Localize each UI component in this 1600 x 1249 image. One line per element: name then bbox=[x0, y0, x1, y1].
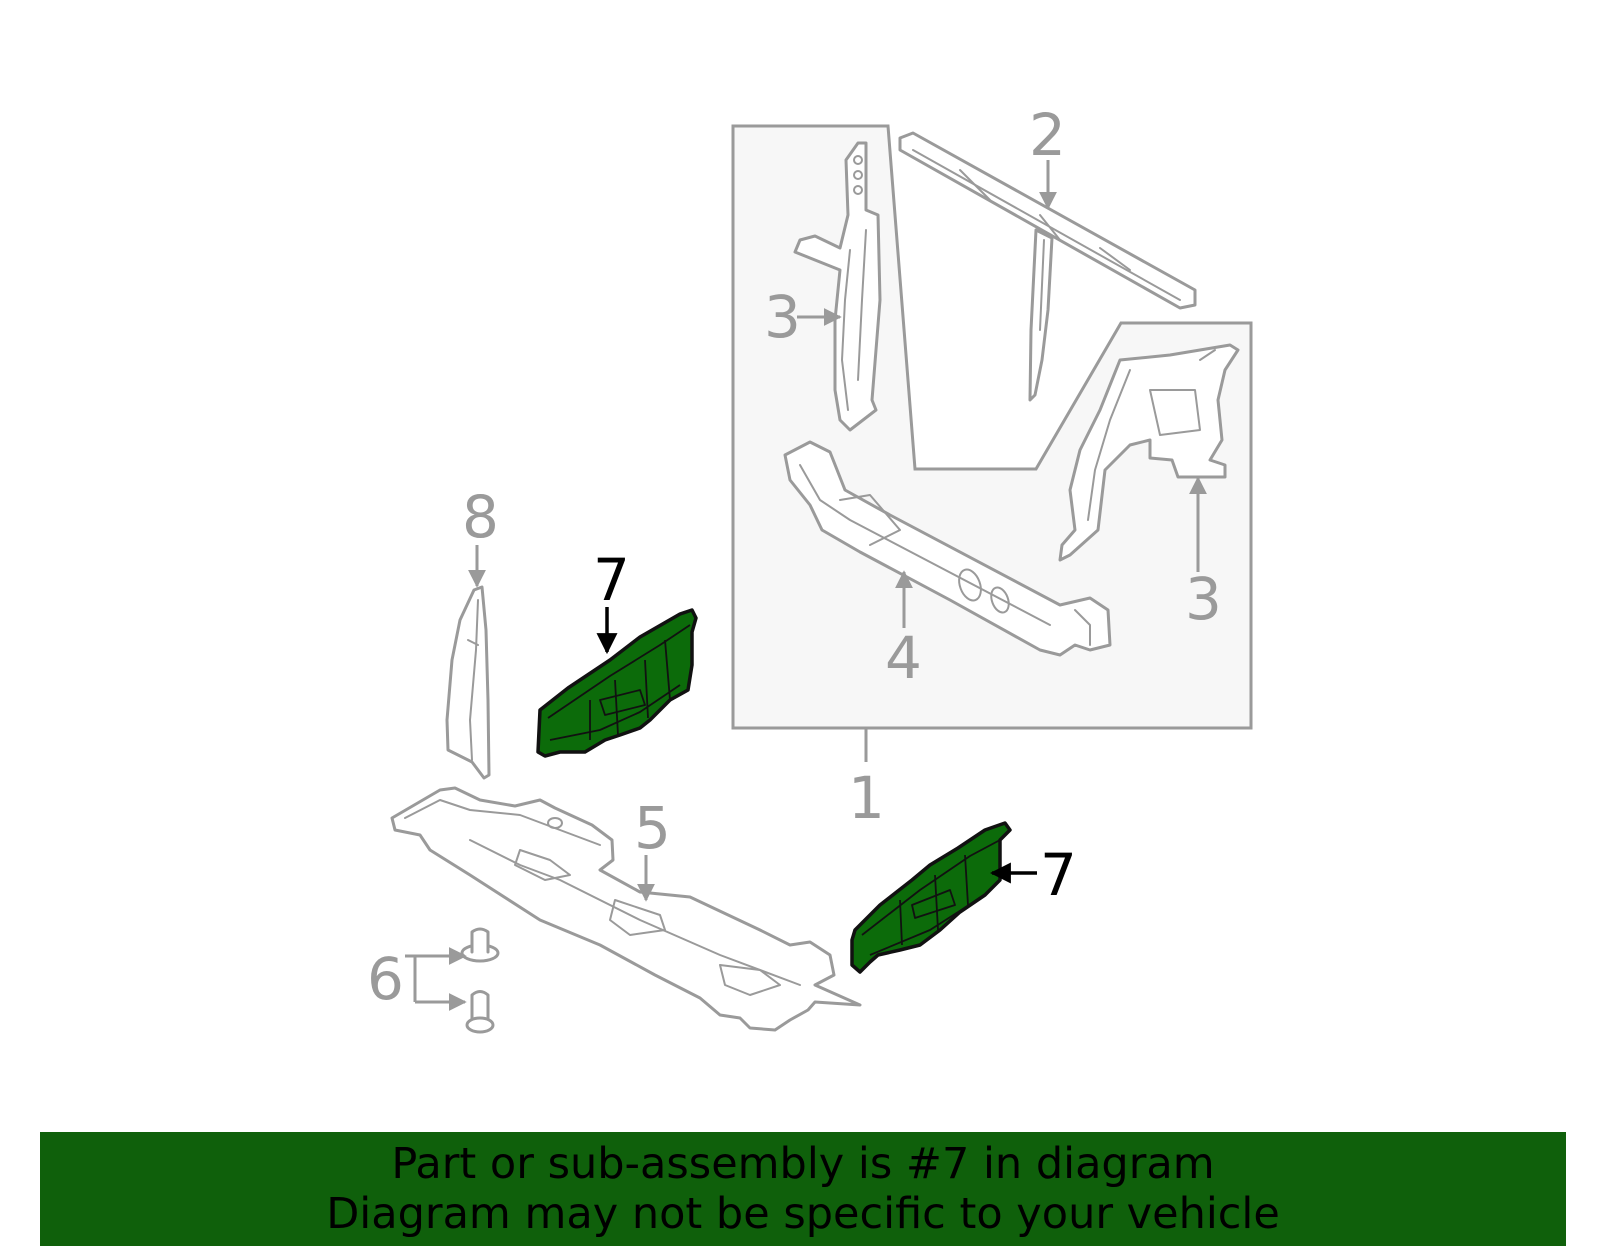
part-splash-shield bbox=[390, 786, 862, 1032]
notice-line-part: Part or sub-assembly is #7 in diagram bbox=[391, 1139, 1215, 1189]
callout-7-upper: 7 bbox=[593, 546, 630, 614]
part-bracket bbox=[445, 585, 491, 780]
callout-2: 2 bbox=[1029, 101, 1066, 169]
callout-5: 5 bbox=[634, 794, 671, 862]
notice-line-disclaimer: Diagram may not be specific to your vehi… bbox=[326, 1189, 1280, 1239]
callout-6: 6 bbox=[367, 945, 404, 1013]
part-7-upper-highlight bbox=[536, 608, 698, 758]
notice-banner: Part or sub-assembly is #7 in diagram Di… bbox=[40, 1132, 1566, 1246]
callout-8: 8 bbox=[462, 483, 499, 551]
callout-3-left: 3 bbox=[764, 283, 801, 351]
leader-6 bbox=[405, 954, 460, 1004]
part-side-support-left bbox=[793, 141, 882, 432]
callout-3-right: 3 bbox=[1185, 565, 1222, 633]
part-7-lower-highlight bbox=[850, 821, 1012, 974]
callout-1: 1 bbox=[848, 764, 885, 832]
callout-7-lower: 7 bbox=[1040, 841, 1077, 909]
callout-4: 4 bbox=[885, 624, 922, 692]
part-fasteners bbox=[460, 927, 500, 1034]
part-lower-tie-bar bbox=[783, 440, 1112, 657]
part-side-support-right bbox=[1058, 343, 1240, 562]
part-upper-support bbox=[898, 131, 1197, 402]
